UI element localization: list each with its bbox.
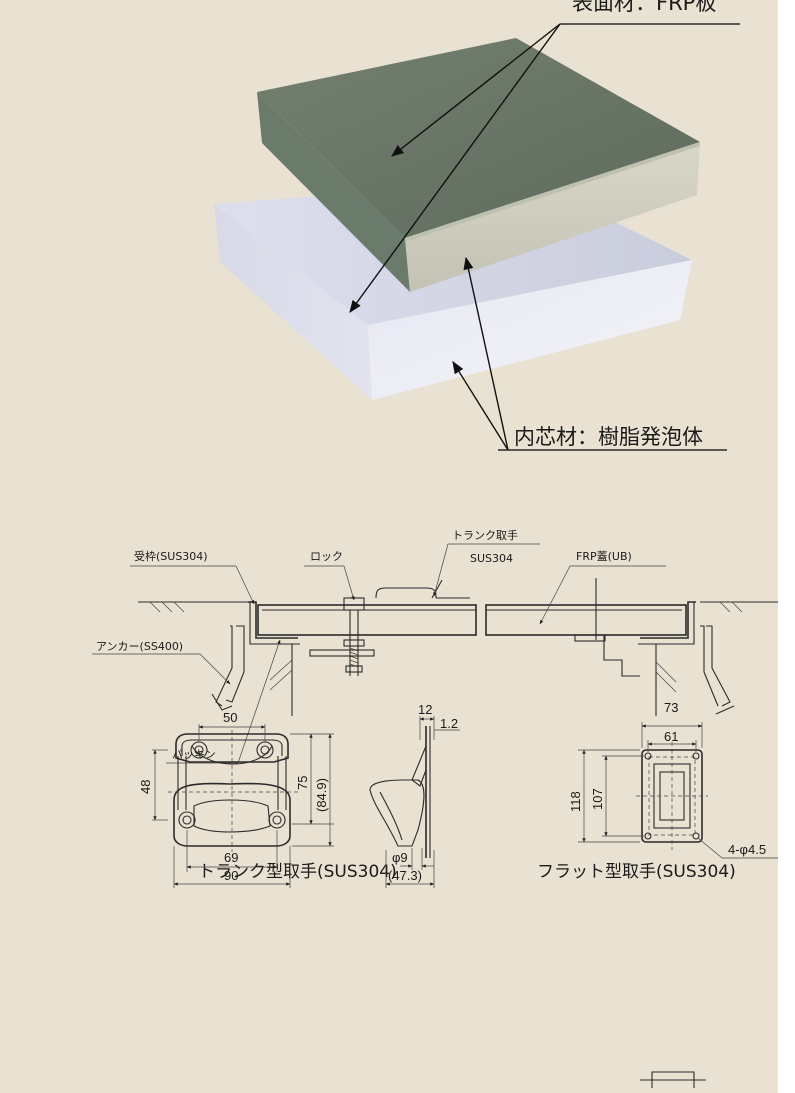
handle-label: トランク取手: [452, 528, 518, 542]
trunk-handle-dimensions: [152, 724, 334, 888]
dim-73: 73: [664, 700, 678, 715]
drawing-sheet: 表面材：FRP板 内芯材：樹脂発泡体: [0, 0, 778, 1093]
trunk-handle-drawing: [168, 730, 298, 852]
panel-illustration: [214, 38, 700, 400]
flat-handle-dimensions: [578, 722, 778, 859]
dim-50: 50: [223, 710, 237, 725]
dim-75: 75: [295, 776, 310, 790]
dim-47-3: (47.3): [388, 868, 422, 883]
flat-handle-title: フラット型取手(SUS304): [537, 862, 736, 882]
dim-118: 118: [568, 791, 583, 812]
dim-107: 107: [590, 788, 605, 810]
handle-material-label: SUS304: [470, 552, 513, 565]
trunk-handle-side-view: [369, 716, 460, 888]
lock-label: ロック: [310, 550, 343, 563]
dim-84-9: (84.9): [314, 778, 329, 812]
dim-61: 61: [664, 729, 678, 744]
frame-label: 受枠(SUS304): [134, 549, 208, 563]
core-leaders: [452, 256, 509, 451]
core-material-label: 内芯材：樹脂発泡体: [514, 425, 703, 449]
dim-12: 12: [418, 702, 432, 717]
surface-material-label: 表面材：FRP板: [572, 0, 716, 15]
section-view: [92, 543, 778, 764]
dim-90: 90: [224, 868, 238, 883]
dim-69: 69: [224, 850, 238, 865]
lid-label: FRP蓋(UB): [576, 550, 632, 563]
surface-leaders: [349, 23, 561, 314]
dim-phi9: φ9: [392, 850, 408, 865]
dim-1-2: 1.2: [440, 716, 458, 731]
anchor-label: アンカー(SS400): [96, 640, 183, 653]
flat-handle-drawing: [636, 742, 708, 1088]
drawing-canvas: 表面材：FRP板 内芯材：樹脂発泡体: [92, 0, 778, 1088]
dim-hole: 4-φ4.5: [728, 842, 766, 857]
dim-48: 48: [138, 780, 153, 794]
